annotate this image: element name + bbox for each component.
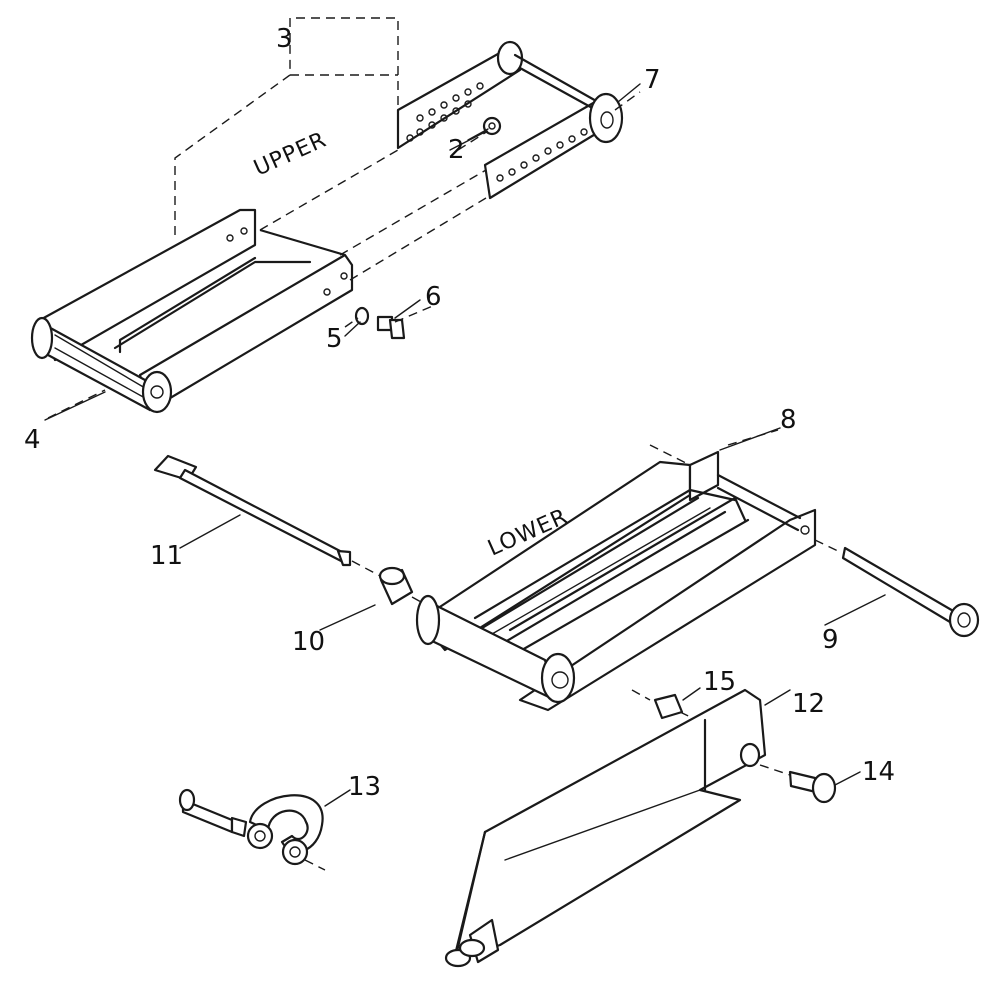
bracket-12	[444, 688, 767, 968]
bolt-9	[814, 539, 980, 638]
upper-label: UPPER	[250, 127, 330, 181]
adjustment-holes	[406, 82, 588, 182]
leader-lines	[44, 83, 886, 807]
callout-11: 11	[150, 541, 183, 571]
callout-2: 2	[448, 135, 465, 165]
bolt-14	[759, 764, 837, 804]
upper-frame	[30, 208, 354, 414]
callout-13: 13	[348, 772, 381, 802]
callout-3-bracket	[174, 17, 399, 235]
callout-10: 10	[292, 627, 325, 657]
upper-assembly-lines	[47, 91, 641, 419]
shackle-13	[178, 788, 326, 871]
lower-frame	[415, 450, 817, 712]
upper-extension-arms	[396, 40, 624, 200]
lower-assembly-lines	[649, 429, 779, 466]
callout-8: 8	[780, 405, 797, 435]
callout-14: 14	[862, 757, 895, 787]
callout-5: 5	[326, 324, 343, 354]
washer-5	[354, 306, 370, 326]
spacer-10	[378, 566, 431, 608]
nut-2	[482, 116, 502, 136]
pin-11	[153, 454, 383, 578]
callout-7: 7	[644, 65, 661, 95]
callout-4: 4	[24, 425, 41, 455]
callout-9: 9	[822, 625, 839, 655]
callout-3: 3	[276, 24, 293, 54]
callout-15: 15	[703, 667, 736, 697]
callout-12: 12	[792, 689, 825, 719]
callout-6: 6	[425, 282, 442, 312]
